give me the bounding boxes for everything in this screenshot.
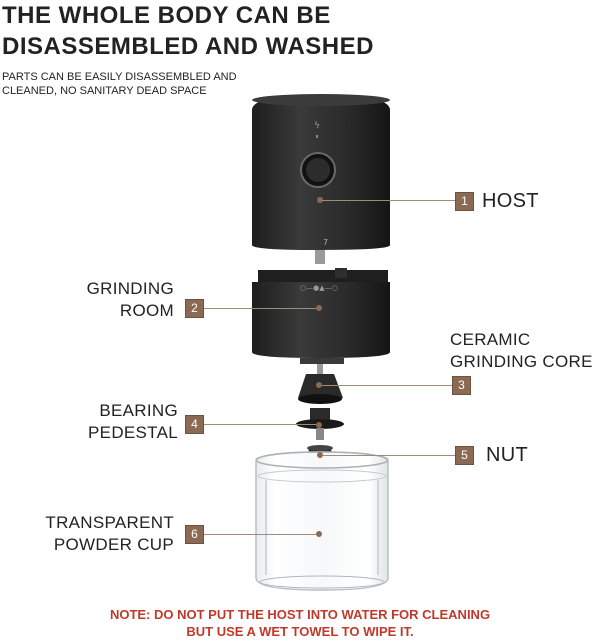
part-label-2-line-1: GRINDING — [86, 279, 174, 298]
svg-text:○—●▲—○: ○—●▲—○ — [300, 284, 338, 292]
callout-dot-3 — [316, 382, 322, 388]
title-line-1: THE WHOLE BODY CAN BE — [2, 2, 331, 29]
host-part: ϟ 7 — [252, 94, 390, 250]
part-badge-5: 5 — [455, 446, 474, 465]
page-title: THE WHOLE BODY CAN BE DISASSEMBLED AND W… — [2, 0, 374, 62]
part-label-host: HOST — [482, 190, 539, 212]
part-label-6-line-1: TRANSPARENT — [45, 513, 174, 532]
part-label-4-line-2: PEDESTAL — [88, 423, 178, 442]
part-label-6-line-2: POWDER CUP — [53, 535, 174, 554]
callout-dot-1 — [317, 197, 323, 203]
callout-line-2 — [204, 308, 316, 309]
part-label-powder-cup: TRANSPARENT POWDER CUP — [20, 512, 174, 556]
part-badge-4: 4 — [185, 415, 204, 434]
part-label-2-line-2: ROOM — [119, 301, 174, 320]
powder-cup-part — [255, 451, 389, 591]
subtitle-line-2: CLEANED, NO SANITARY DEAD SPACE — [2, 85, 207, 97]
part-label-grinding-room: GRINDING ROOM — [40, 278, 174, 322]
callout-dot-2 — [316, 305, 322, 311]
part-label-3-line-1: CERAMIC — [450, 330, 531, 349]
title-line-2: DISASSEMBLED AND WASHED — [2, 33, 374, 60]
part-badge-6: 6 — [185, 525, 204, 544]
callout-dot-6 — [316, 531, 322, 537]
grinding-room-part: ○—●▲—○ — [252, 268, 390, 364]
svg-text:ϟ: ϟ — [314, 121, 320, 131]
callout-dot-5 — [317, 452, 323, 458]
callout-line-3 — [322, 385, 452, 386]
part-label-nut: NUT — [486, 444, 529, 466]
callout-line-6 — [204, 534, 316, 535]
part-badge-2: 2 — [185, 299, 204, 318]
svg-text:7: 7 — [323, 238, 328, 247]
note-line-1: NOTE: DO NOT PUT THE HOST INTO WATER FOR… — [109, 607, 491, 622]
part-label-3-line-2: GRINDING CORE — [450, 352, 593, 371]
ceramic-core-part — [298, 364, 343, 404]
shaft — [315, 250, 325, 264]
part-badge-1: 1 — [455, 192, 474, 211]
part-label-ceramic-core: CERAMIC GRINDING CORE — [450, 329, 593, 373]
subtitle: PARTS CAN BE EASILY DISASSEMBLED AND CLE… — [2, 70, 237, 98]
callout-dot-4 — [316, 422, 322, 428]
note-line-2: BUT USE A WET TOWEL TO WIPE IT. — [186, 624, 414, 639]
part-badge-3: 3 — [452, 376, 471, 395]
subtitle-line-1: PARTS CAN BE EASILY DISASSEMBLED AND — [2, 71, 237, 83]
callout-line-5 — [323, 455, 455, 456]
part-label-4-line-1: BEARING — [99, 401, 178, 420]
part-label-bearing-pedestal: BEARING PEDESTAL — [40, 400, 178, 444]
cleaning-note: NOTE: DO NOT PUT THE HOST INTO WATER FOR… — [0, 606, 600, 640]
callout-line-1 — [322, 200, 455, 201]
callout-line-4 — [204, 424, 316, 425]
